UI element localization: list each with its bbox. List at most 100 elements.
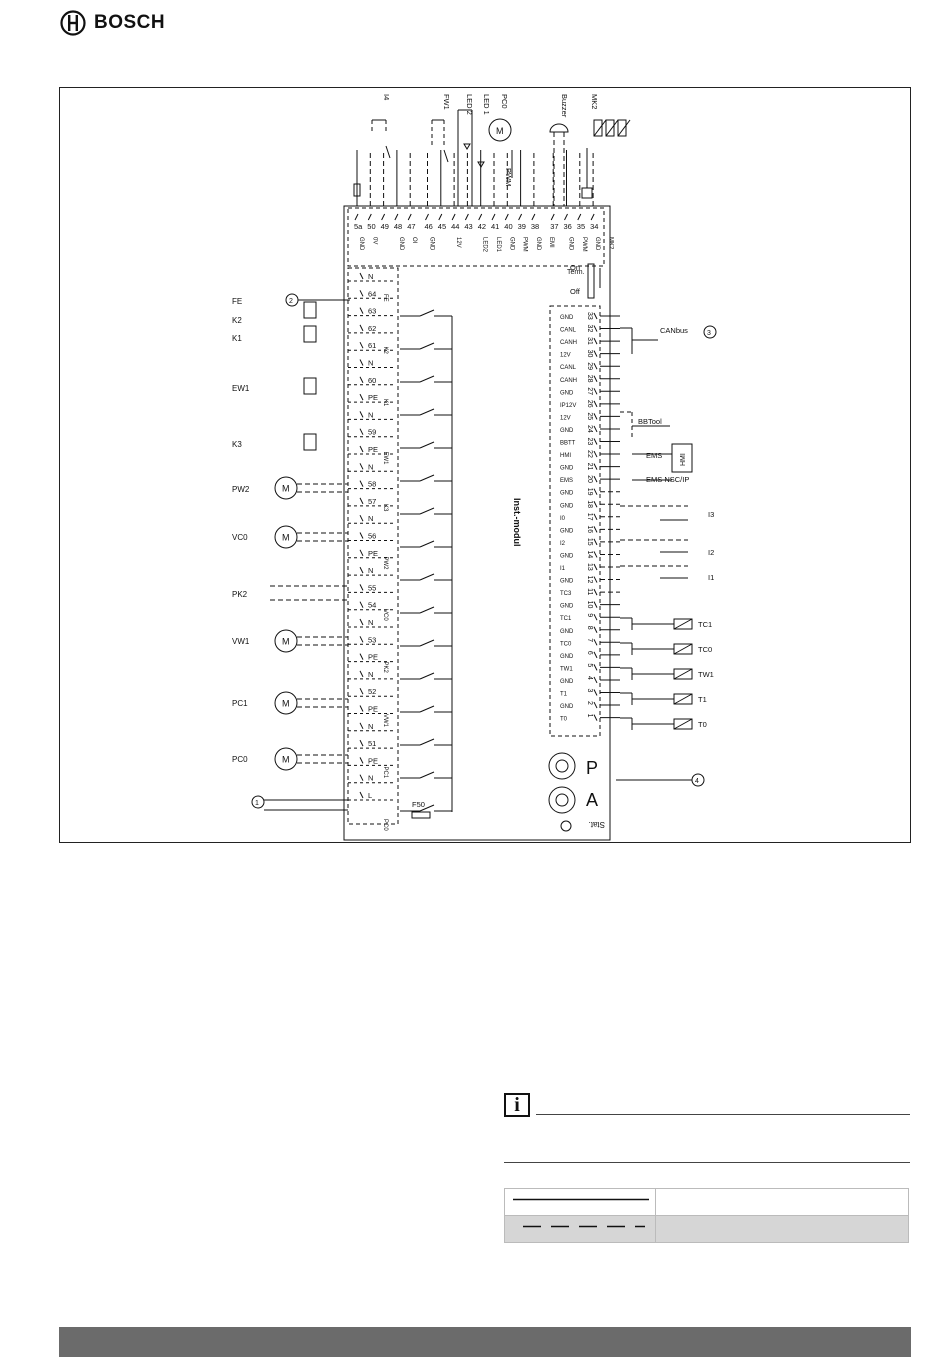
left-terminal-label: 60	[368, 376, 376, 385]
terminal-screw	[593, 563, 598, 571]
pw2-motor-symbol: M	[282, 484, 290, 494]
right-terminal-number: 18	[586, 500, 593, 508]
right-terminal-number: 11	[586, 588, 593, 595]
terminal-screw	[359, 411, 364, 418]
terminal-screw	[451, 213, 456, 221]
relay-contact-blade	[419, 738, 435, 746]
terminal-screw	[359, 687, 364, 695]
switch-i4-blade	[385, 145, 391, 159]
relay-coil-label: K2	[382, 347, 388, 355]
right-terminal-number: 9	[586, 613, 593, 617]
terminal-screw	[593, 526, 598, 533]
right-terminal-number: 29	[586, 362, 593, 370]
relay-contact-blade	[419, 540, 435, 548]
right-terminal-number: 23	[586, 438, 593, 446]
mk2-coil-icon	[593, 119, 603, 137]
footer-bar	[59, 1327, 911, 1357]
left-terminal-label: L	[368, 791, 372, 800]
fuse-f50	[411, 811, 431, 819]
right-terminal-number: 31	[586, 337, 593, 345]
relay-contact-blade	[419, 705, 435, 713]
left-terminal-label: N	[368, 618, 373, 627]
relay-contact-blade	[419, 474, 435, 482]
led1-diode	[477, 161, 485, 168]
terminal-screw	[359, 636, 364, 643]
terminal-screw	[593, 488, 598, 495]
top-terminal-number: 35	[577, 222, 585, 231]
left-device-label: K2	[232, 316, 242, 325]
relay-coil-label: PK2	[382, 662, 388, 674]
relay-contact-blade	[419, 375, 435, 383]
top-device-label: FW1	[442, 94, 451, 110]
right-terminal-number: 1	[586, 714, 593, 718]
left-terminal-label: PE	[368, 393, 378, 402]
terminal-screw	[593, 337, 598, 345]
top-device-label: Buzzer	[560, 94, 569, 118]
terminal-screw	[359, 653, 364, 660]
right-terminal-label: GND	[560, 579, 574, 585]
switch-fw1-blade	[443, 149, 449, 163]
module-label: Inst.-modul	[512, 498, 522, 547]
mk2-coil-slash	[617, 119, 631, 137]
left-terminal-label: 51	[368, 739, 376, 748]
left-terminal-label: N	[368, 566, 373, 575]
right-terminal-label: GND	[560, 315, 574, 321]
terminal-screw	[593, 676, 598, 684]
mk2-coil-slash	[593, 119, 607, 137]
terminal-screw	[491, 213, 496, 221]
pw2-motor-icon	[274, 476, 298, 500]
top-terminal-number: 47	[407, 222, 415, 231]
right-terminal-label: GND	[560, 654, 574, 660]
terminal-screw	[593, 475, 598, 483]
vw1-motor-symbol: M	[282, 637, 290, 647]
terminal-screw	[359, 359, 364, 366]
top-device-label: LED 2	[465, 94, 474, 115]
top-terminal-number: 45	[438, 222, 446, 231]
left-device-label: K1	[232, 334, 242, 343]
top-terminal-number: 5a	[354, 222, 363, 231]
right-terminal-number: 26	[586, 400, 593, 408]
left-device-label: PC0	[232, 755, 248, 764]
top-terminal-number: 46	[425, 222, 433, 231]
relay-contact-blade	[419, 573, 435, 581]
terminal-screw	[593, 701, 598, 709]
right-terminal-number: 3	[586, 689, 593, 693]
right-terminal-label: 12V	[560, 353, 571, 359]
top-terminal-label: GND	[358, 237, 364, 251]
vc0-motor-icon	[274, 525, 298, 549]
terminal-screw	[593, 400, 598, 408]
left-device-label: VW1	[232, 637, 250, 646]
right-terminal-number: 20	[586, 475, 593, 483]
info-rule	[536, 1114, 910, 1115]
right-terminal-number: 7	[586, 638, 593, 642]
terminal-screw	[593, 350, 598, 357]
terminal-screw	[577, 213, 582, 221]
t1-label: T1	[698, 695, 707, 704]
terminal-screw	[359, 584, 364, 591]
terminal-screw	[359, 514, 364, 522]
terminal-screw	[359, 549, 364, 557]
relay-contact-blade	[419, 507, 435, 515]
relay-contact-blade	[419, 342, 435, 350]
right-terminal-number: 16	[586, 525, 593, 533]
terminal-screw	[531, 213, 536, 221]
right-terminal-number: 22	[586, 450, 593, 458]
left-terminal-label: 62	[368, 324, 376, 333]
terminal-screw	[359, 774, 364, 781]
right-terminal-number: 21	[586, 463, 593, 471]
terminal-screw	[593, 438, 598, 445]
resistor-i4	[353, 183, 361, 197]
top-terminal-label: LED1	[495, 237, 501, 253]
left-device-label: PC1	[232, 699, 248, 708]
top-terminal-label: PWM	[522, 237, 528, 252]
hmi-box	[671, 443, 693, 473]
right-terminal-label: TC3	[560, 591, 572, 597]
mk2-coil-icon	[605, 119, 615, 137]
terminal-screw	[464, 213, 469, 221]
brand-name: BOSCH	[94, 12, 166, 33]
right-terminal-label: GND	[560, 704, 574, 710]
ew1-relay-coil	[303, 377, 317, 395]
right-terminal-label: CANL	[560, 365, 577, 371]
left-device-label: VC0	[232, 533, 248, 542]
right-terminal-label: GND	[560, 390, 574, 396]
